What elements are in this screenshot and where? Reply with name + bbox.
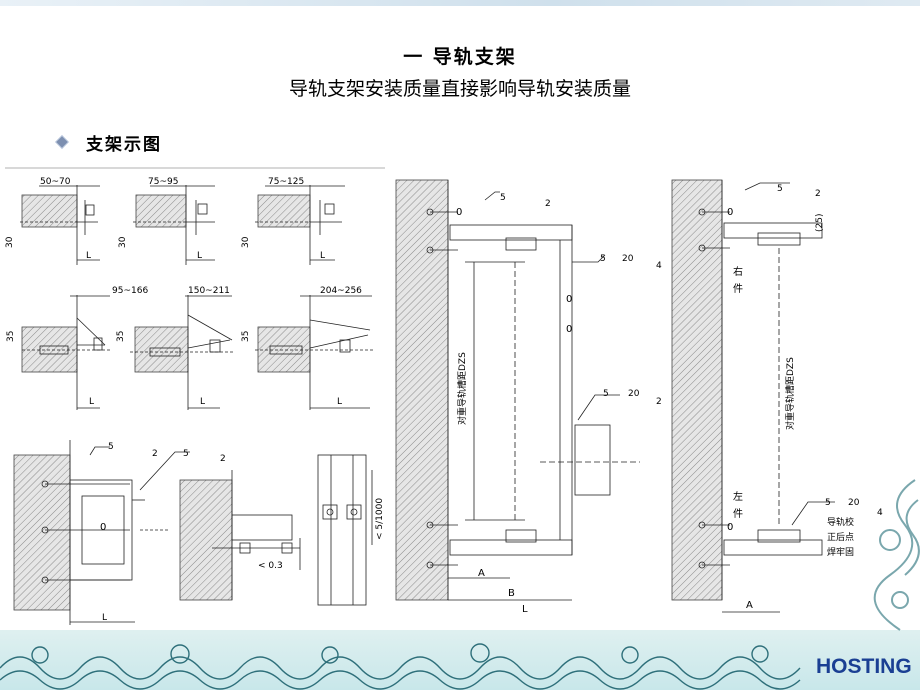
dim-label: 75~95 — [148, 177, 178, 187]
bracket-detail-2 — [133, 185, 215, 265]
bracket-detail-3 — [255, 185, 345, 265]
bracket-detail-5 — [130, 295, 235, 410]
weld-label: 20 — [622, 254, 634, 264]
weld-label: 4 — [877, 508, 883, 518]
bracket-detail-6 — [255, 295, 375, 410]
zero-mark: 0 — [100, 522, 106, 533]
rail-distance-label: 对重导轨槽距DZS — [784, 357, 796, 430]
part-label: 左 — [733, 490, 743, 503]
dim-label: B — [508, 588, 515, 599]
part-label: 件 — [733, 508, 743, 520]
zero-mark: 0 — [566, 294, 572, 305]
dim-label: 204~256 — [320, 286, 362, 296]
dim-label: < 0.3 — [258, 561, 283, 571]
dim-label: 75~125 — [268, 177, 304, 187]
weld-label: 2 — [152, 449, 158, 459]
top-accent-bar — [0, 0, 920, 6]
weld-label: 5 — [500, 193, 506, 203]
weld-note-line: 焊牢固 — [827, 546, 854, 558]
dim-label: L — [102, 613, 107, 623]
weld-label: 2 — [220, 454, 226, 464]
wave-footer-band — [0, 630, 920, 690]
weld-label: 20 — [848, 498, 860, 508]
diamond-bullet-icon — [56, 136, 68, 148]
weld-label: 2 — [656, 397, 662, 407]
guide-rail-bracket-front-view — [395, 179, 640, 601]
weld-label: 5 — [603, 389, 609, 399]
dim-label: L — [89, 397, 94, 407]
bracket-detail-4 — [21, 295, 110, 410]
bracket-detail-7 — [13, 440, 190, 625]
weld-label: 5 — [600, 254, 606, 264]
dim-label: 95~166 — [112, 286, 148, 296]
guide-rail-bracket-side-view — [671, 179, 835, 613]
dim-label: L — [320, 251, 325, 261]
weld-label: 5 — [825, 498, 831, 508]
dim-label: 30 — [118, 236, 128, 248]
zero-mark: 0 — [456, 207, 462, 218]
hosting-logo: HOSTING — [816, 655, 912, 678]
weld-label: 5 — [183, 449, 189, 459]
bracket-detail-1 — [20, 185, 100, 265]
dim-label: L — [200, 397, 205, 407]
weld-note-line: 导轨校 — [827, 516, 854, 528]
bracket-detail-8 — [179, 470, 301, 601]
dim-label: 30 — [5, 236, 15, 248]
bullet-label: 支架示图 — [86, 134, 162, 155]
dim-label: A — [746, 600, 753, 611]
dragon-decoration-icon — [873, 479, 920, 631]
wave-pattern-decoration — [0, 643, 801, 690]
slide-subtitle: 导轨支架安装质量直接影响导轨安装质量 — [288, 78, 631, 100]
part-label: 右 — [733, 265, 743, 278]
dim-label: 150~211 — [188, 286, 230, 296]
weld-label: 5 — [777, 184, 783, 194]
bracket-technical-drawing: 50~70 75~95 75~125 30 30 30 L L L 95~166… — [5, 167, 883, 625]
weld-label: 4 — [656, 261, 662, 271]
weld-note-line: 正后点 — [827, 532, 854, 543]
zero-mark: 0 — [566, 324, 572, 335]
dim-label: 30 — [241, 236, 251, 248]
zero-mark: 0 — [727, 207, 733, 218]
dim-label: (25) — [815, 214, 825, 232]
dim-label: < 5/1000 — [375, 498, 385, 540]
dim-label: 35 — [116, 331, 126, 342]
bullet-item: 支架示图 — [56, 130, 162, 155]
weld-label: 2 — [545, 199, 551, 209]
dim-label: L — [337, 397, 342, 407]
rail-joint-detail — [317, 454, 373, 606]
dim-label: L — [197, 251, 202, 261]
weld-label: 20 — [628, 389, 640, 399]
dim-label: 50~70 — [40, 177, 71, 187]
dim-label: 35 — [241, 331, 251, 342]
dim-label: A — [478, 568, 485, 579]
dim-label: L — [86, 251, 91, 261]
weld-label: 2 — [815, 189, 821, 199]
rail-distance-label: 对重导轨槽距DZS — [456, 352, 468, 425]
slide-title: 一 导轨支架 — [403, 46, 517, 68]
zero-mark: 0 — [727, 522, 733, 533]
dim-label: 35 — [6, 331, 16, 342]
part-label: 件 — [733, 283, 743, 295]
dim-label: L — [522, 604, 528, 615]
weld-label: 5 — [108, 442, 114, 452]
